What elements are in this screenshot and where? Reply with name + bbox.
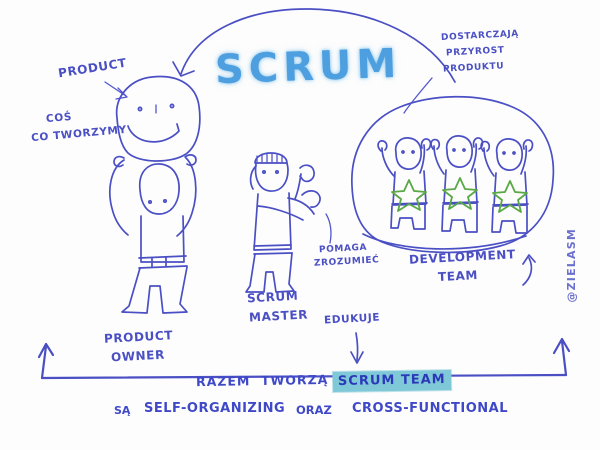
sm-hair-side	[249, 165, 257, 190]
dev3-eye-right	[512, 151, 516, 155]
sm-arm-lower	[257, 205, 304, 221]
role-label-scrum-master-line1: SCRUM	[246, 288, 299, 306]
dev1-shirt	[392, 170, 427, 206]
po-legs	[121, 266, 188, 314]
dev-team-bubble	[351, 95, 555, 254]
dev3-arm-left	[483, 147, 495, 177]
together-form-label: RAZEM TWORZĄ	[195, 371, 329, 390]
author-signature: @ZIELASM	[565, 228, 578, 303]
sm-legs	[245, 252, 295, 293]
dev1-head	[394, 137, 422, 170]
sm-headband-texture	[256, 152, 283, 163]
dev1-eye-left	[401, 150, 405, 154]
sm-torso	[253, 192, 292, 251]
dev3-arm-right	[520, 145, 528, 175]
dev3-hand-left	[480, 140, 491, 152]
sm-eye-right	[274, 169, 280, 175]
dev3-star-icon	[492, 180, 528, 213]
dev-team-label-arrow	[522, 257, 533, 286]
attributes-conjunction: ORAZ	[296, 403, 332, 417]
dev2-shorts	[441, 203, 478, 233]
attributes-prefix: SĄ	[114, 404, 131, 417]
role-label-development-team-line2: TEAM	[437, 267, 479, 285]
po-hand-right	[184, 154, 197, 167]
attribute-cross-functional: CROSS-FUNCTIONAL	[352, 401, 508, 416]
increment-pointer-line	[403, 77, 433, 114]
dev1-arm-right	[419, 144, 426, 174]
dev2-eye-right	[462, 148, 466, 152]
po-belt-buckle	[151, 256, 167, 268]
sm-hand-open	[301, 190, 321, 208]
dev2-hand-left	[430, 138, 441, 150]
sm-belt-top	[253, 244, 292, 247]
product-sub-line1: COŚ	[45, 110, 73, 126]
educates-arrow-line	[355, 332, 359, 361]
product-eye-right	[169, 103, 175, 109]
sm-eye-left	[261, 169, 267, 175]
dev2-shirt	[443, 168, 478, 205]
product-blob-outline	[115, 75, 201, 162]
sm-hand-upper	[299, 164, 315, 183]
dev1-hand-right	[420, 138, 432, 151]
po-arm-right	[176, 157, 197, 237]
product-smile	[127, 123, 180, 143]
attribute-self-organizing: SELF-ORGANIZING	[144, 401, 286, 416]
dev3-hand-right	[522, 139, 534, 152]
dev2-star-icon	[442, 177, 478, 210]
dev-team-label-arrowhead	[522, 254, 536, 265]
po-head	[138, 163, 180, 215]
po-torso	[140, 215, 185, 263]
baseline-right-arrow	[552, 337, 571, 377]
scrum-team-highlight: SCRUM TEAM	[332, 369, 451, 393]
dev1-shorts	[390, 204, 426, 230]
top-arc-stroke	[180, 8, 456, 83]
top-arc-arrowhead	[172, 61, 195, 77]
dev-team-ground-curve	[362, 233, 527, 250]
po-belt-top	[138, 255, 187, 259]
dev1-arm-left	[381, 147, 395, 177]
educates-arrowhead	[350, 351, 364, 364]
product-pointer-arrow	[104, 81, 128, 100]
sm-arm-upper	[287, 197, 315, 215]
dev2-eye-left	[452, 148, 456, 152]
helps-pointer-line	[325, 213, 332, 244]
po-belt-bottom	[138, 265, 188, 269]
baseline-left-arrow	[37, 342, 55, 380]
sm-forearm-up	[294, 173, 302, 200]
dev3-eye-left	[502, 151, 506, 155]
sm-belt-bottom	[253, 252, 293, 255]
po-eye-left	[147, 199, 153, 205]
dev3-shirt	[493, 171, 528, 207]
po-arm-left	[109, 159, 129, 236]
baseline-span	[40, 373, 568, 380]
product-eye-left	[137, 106, 143, 112]
dev1-star-icon	[391, 179, 427, 212]
dev1-hand-left	[377, 140, 388, 152]
po-hand-left	[113, 155, 125, 168]
sm-head	[254, 162, 289, 192]
dev2-arm-left	[433, 145, 445, 175]
dev3-shorts	[491, 205, 528, 234]
dev1-eye-right	[411, 150, 415, 154]
po-eye-right	[162, 198, 168, 204]
dev2-arm-right	[470, 143, 478, 173]
dev2-head	[445, 135, 473, 168]
dev3-head	[495, 138, 523, 171]
title-scrum: SCRUM	[214, 40, 402, 94]
role-label-product-owner-line2: OWNER	[110, 347, 166, 365]
